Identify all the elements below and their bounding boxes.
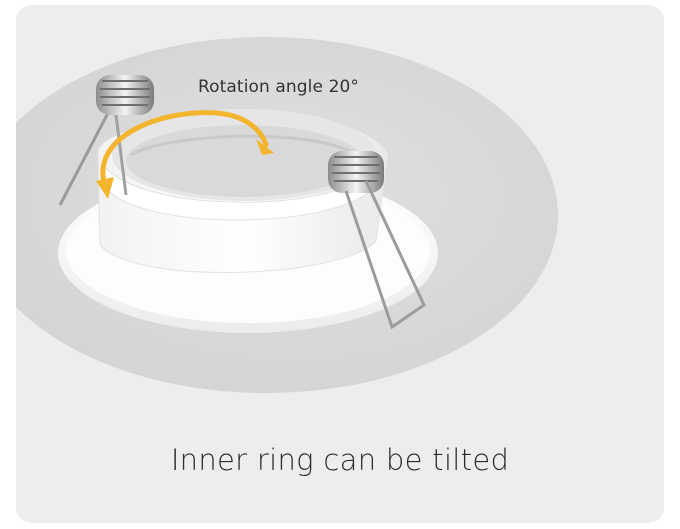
left-spring-clip bbox=[58, 75, 154, 206]
rotation-angle-label: Rotation angle 20° bbox=[198, 77, 360, 97]
downlight-fixture-illustration bbox=[16, 37, 558, 393]
rotation-arrow-icon bbox=[96, 110, 274, 199]
product-card: Rotation angle 20° Inner ring can be til… bbox=[16, 5, 664, 523]
feature-caption: Inner ring can be tilted bbox=[170, 443, 510, 477]
right-spring-clip bbox=[328, 151, 426, 330]
